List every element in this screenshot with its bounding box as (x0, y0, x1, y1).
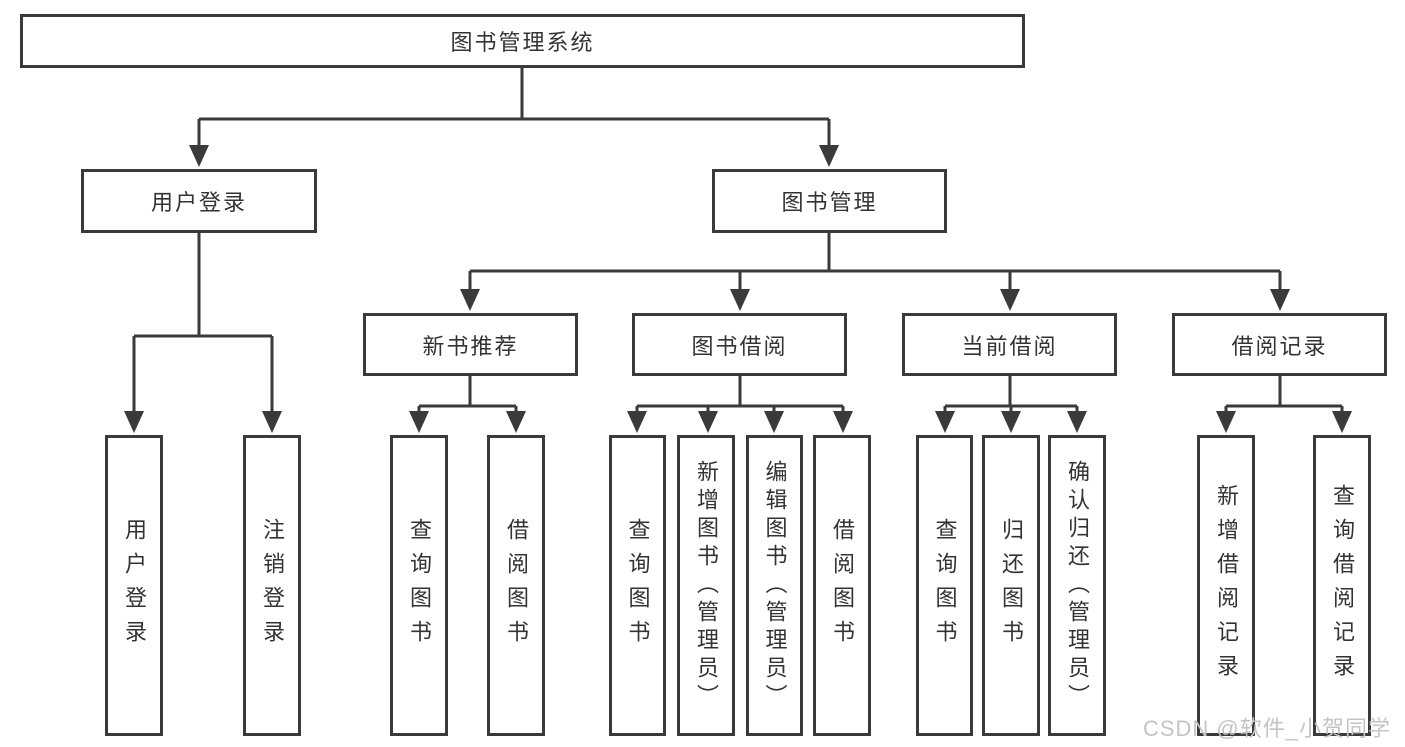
node-label: 查询图书 (407, 517, 432, 654)
node-label: 用户登录 (122, 517, 147, 654)
node-label: 归还图书 (999, 517, 1024, 654)
node-label: 图书管理系统 (450, 30, 595, 55)
node-label: 借阅图书 (830, 517, 855, 654)
node-label: 编辑图书（管理员） (762, 459, 788, 712)
node-label: 用户登录 (150, 190, 247, 215)
node-label: 图书管理 (781, 190, 878, 215)
watermark: CSDN @软件_小贺同学 (1142, 716, 1391, 741)
leaf-confirm-return-admin: 确认归还（管理员） (1048, 435, 1106, 736)
node-borrowing-records: 借阅记录 (1172, 313, 1387, 376)
node-new-book-recommendation: 新书推荐 (363, 313, 578, 376)
node-label: 新增借阅记录 (1214, 483, 1239, 688)
node-current-borrowing: 当前借阅 (902, 313, 1117, 376)
leaf-add-books-admin: 新增图书（管理员） (677, 435, 735, 736)
leaf-query-books-borrow: 查询图书 (609, 435, 666, 736)
node-library-management-system: 图书管理系统 (20, 14, 1025, 68)
leaf-logout: 注销登录 (243, 435, 301, 736)
node-label: 借阅图书 (504, 517, 529, 654)
node-label: 新增图书（管理员） (694, 459, 719, 712)
node-book-borrowing: 图书借阅 (632, 313, 847, 376)
node-user-login-group: 用户登录 (81, 169, 317, 233)
leaf-borrow-books: 借阅图书 (813, 435, 871, 736)
node-label: 注销登录 (260, 517, 285, 654)
node-label: 当前借阅 (961, 333, 1058, 359)
node-label: 查询图书 (625, 517, 651, 654)
leaf-add-borrow-record: 新增借阅记录 (1197, 435, 1255, 736)
node-label: 查询借阅记录 (1330, 483, 1355, 688)
leaf-query-books-current: 查询图书 (916, 435, 973, 736)
node-label: 新书推荐 (422, 333, 519, 359)
leaf-return-books: 归还图书 (982, 435, 1040, 736)
leaf-query-books-recommend: 查询图书 (390, 435, 448, 736)
node-label: 借阅记录 (1231, 333, 1328, 359)
leaf-user-login: 用户登录 (105, 435, 163, 736)
leaf-edit-books-admin: 编辑图书（管理员） (746, 435, 803, 736)
node-label: 确认归还（管理员） (1065, 459, 1090, 712)
leaf-query-borrow-record: 查询借阅记录 (1313, 435, 1371, 736)
node-label: 图书借阅 (691, 333, 788, 359)
leaf-borrow-books-recommend: 借阅图书 (487, 435, 545, 736)
node-label: 查询图书 (932, 517, 958, 654)
node-book-management: 图书管理 (712, 169, 947, 233)
